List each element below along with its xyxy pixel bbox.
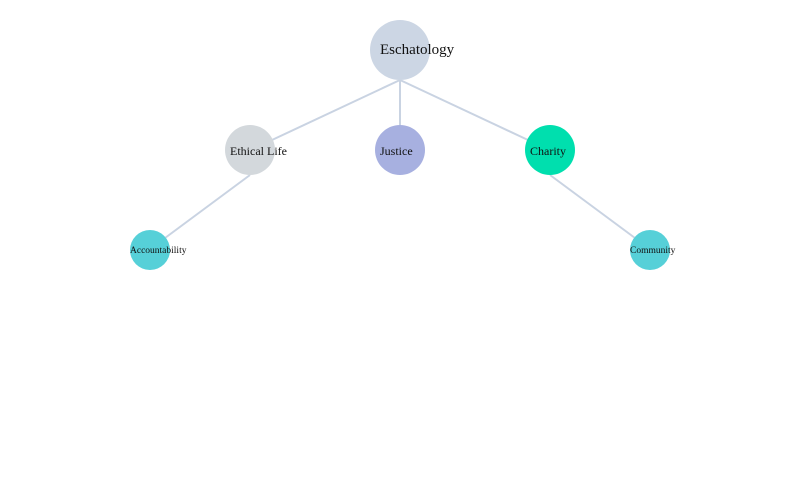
edge-root-charity bbox=[399, 79, 529, 141]
node-community[interactable]: Community bbox=[630, 230, 676, 270]
node-circle-accountability bbox=[130, 230, 170, 270]
node-circle-justice bbox=[375, 125, 425, 175]
node-label-charity: Charity bbox=[530, 144, 566, 158]
edge-root-ethical-life bbox=[271, 79, 401, 141]
node-circle-charity bbox=[525, 125, 575, 175]
node-charity[interactable]: Charity bbox=[525, 125, 575, 175]
node-label-accountability: Accountability bbox=[130, 246, 187, 256]
node-label-justice: Justice bbox=[380, 144, 413, 158]
edge-ethical-life-accountability bbox=[164, 174, 251, 239]
node-label-community: Community bbox=[630, 246, 676, 256]
node-label-ethical-life: Ethical Life bbox=[230, 144, 287, 158]
node-circle-ethical-life bbox=[225, 125, 275, 175]
node-accountability[interactable]: Accountability bbox=[130, 230, 187, 270]
node-label-eschatology: Eschatology bbox=[380, 42, 455, 58]
node-circle-eschatology bbox=[370, 20, 430, 80]
edge-charity-community bbox=[549, 174, 636, 239]
node-circle-community bbox=[630, 230, 670, 270]
node-justice[interactable]: Justice bbox=[375, 125, 425, 175]
edges bbox=[164, 79, 636, 239]
node-ethical-life[interactable]: Ethical Life bbox=[225, 125, 287, 175]
node-eschatology[interactable]: Eschatology bbox=[370, 20, 455, 80]
